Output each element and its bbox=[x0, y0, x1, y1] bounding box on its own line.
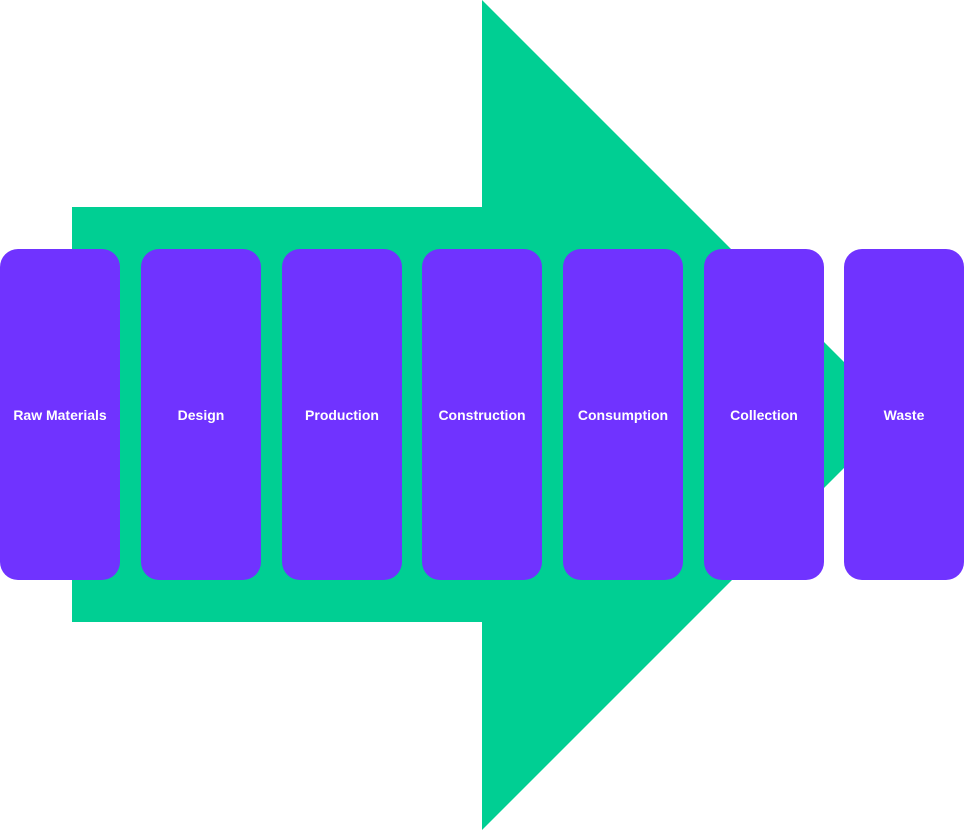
stage-label: Production bbox=[305, 406, 379, 423]
stage-waste: Waste bbox=[844, 249, 964, 580]
stage-label: Collection bbox=[730, 406, 798, 423]
stage-collection: Collection bbox=[704, 249, 824, 580]
stage-construction: Construction bbox=[422, 249, 542, 580]
stage-design: Design bbox=[141, 249, 261, 580]
stage-label: Construction bbox=[438, 406, 526, 423]
stage-raw-materials: Raw Materials bbox=[0, 249, 120, 580]
stage-label: Design bbox=[177, 406, 225, 423]
stage-label: Raw Materials bbox=[13, 406, 107, 423]
stage-label: Consumption bbox=[577, 406, 669, 423]
stage-consumption: Consumption bbox=[563, 249, 683, 580]
stage-label: Waste bbox=[883, 406, 925, 423]
stage-production: Production bbox=[282, 249, 402, 580]
